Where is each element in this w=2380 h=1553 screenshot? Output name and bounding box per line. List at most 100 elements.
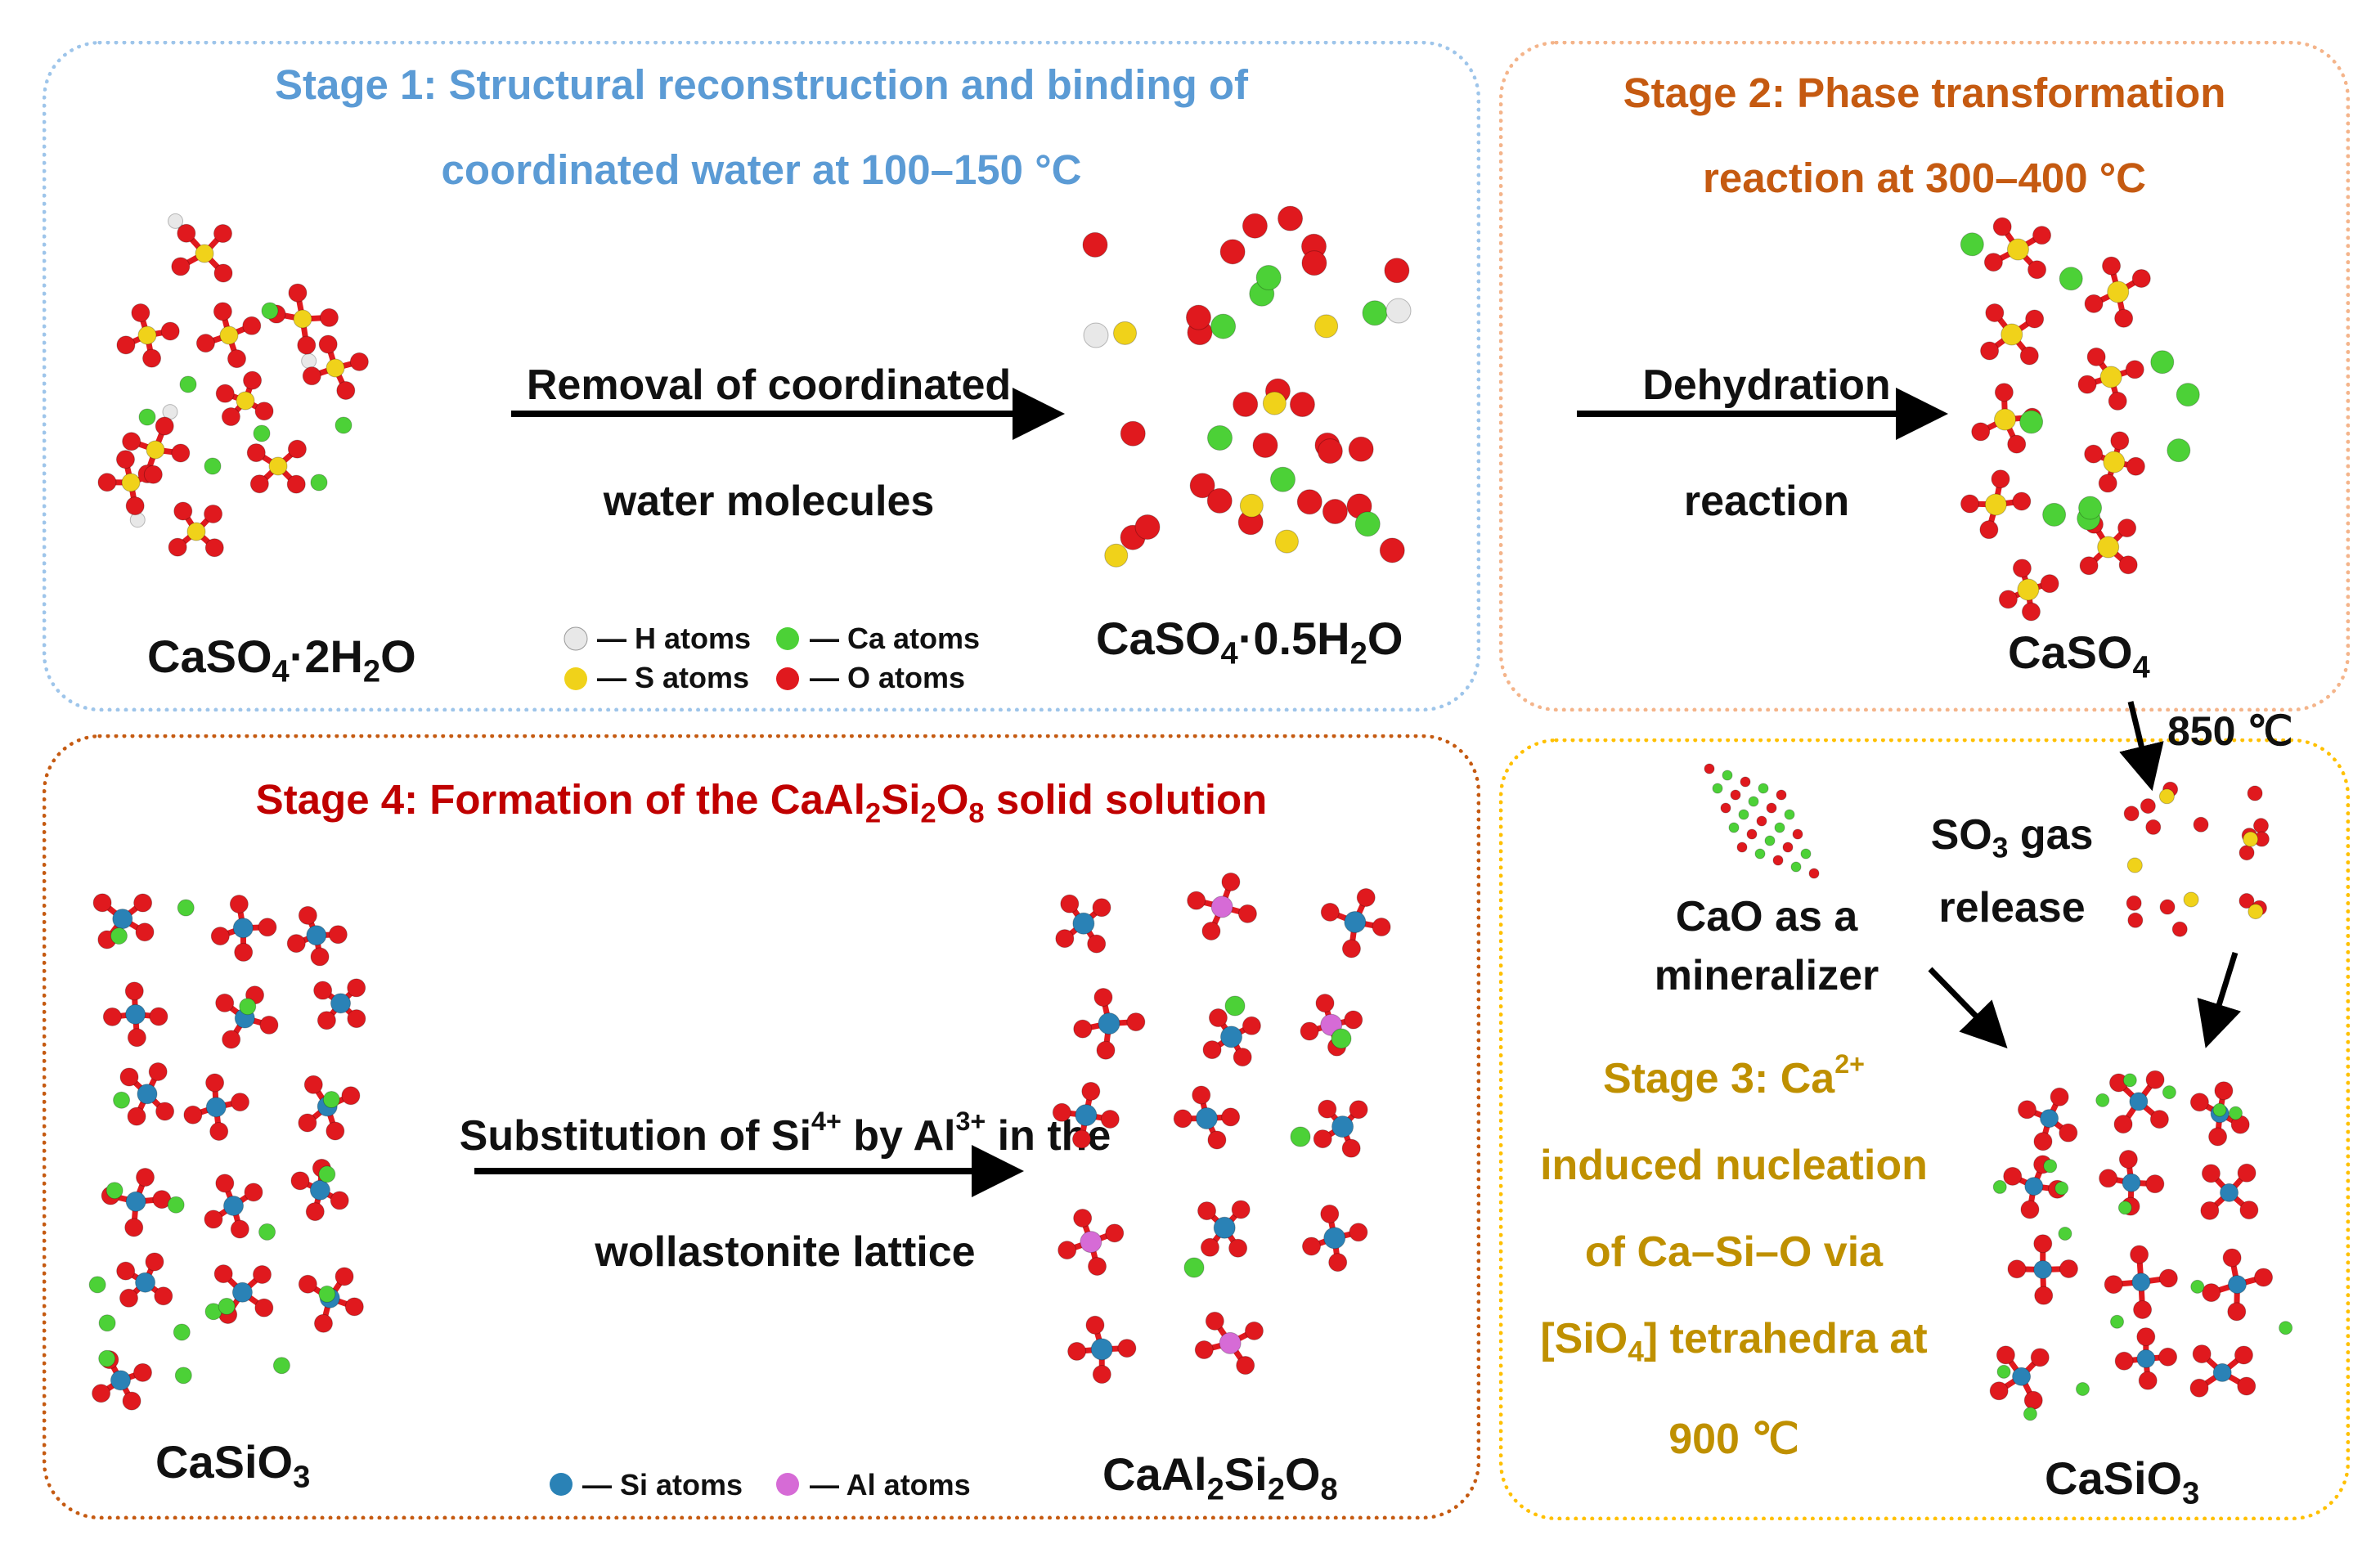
oxygen-atom (213, 302, 232, 321)
center-atom (1323, 1227, 1346, 1250)
oxygen-atom (131, 303, 150, 323)
oxygen-atom (2030, 1348, 2050, 1367)
calcium-atom (261, 302, 279, 320)
stage2-panel (1499, 41, 2350, 711)
center-atom (1984, 493, 2007, 516)
stage4-arrow-sup: 3+ (955, 1106, 986, 1136)
oxygen-atom (1092, 1365, 1111, 1385)
oxygen-atom (1081, 1081, 1101, 1101)
calcium-atom (1764, 835, 1776, 846)
center-atom (2040, 1109, 2059, 1129)
calcium-atom (1784, 809, 1795, 820)
oxygen-atom (2133, 1299, 2153, 1319)
so3-sub: 3 (1992, 832, 2009, 864)
oxygen-atom (222, 1030, 241, 1049)
calcium-atom (1996, 1364, 2011, 1379)
formula-part: CaSiO (155, 1436, 294, 1488)
calcium-atom (2095, 1093, 2110, 1107)
oxygen-atom (1980, 341, 2000, 361)
oxygen-atom (303, 1075, 323, 1094)
oxygen-atom (160, 321, 180, 341)
stage3-title-text: ] tetrahedra at (1643, 1315, 1928, 1363)
oxygen-atom (2007, 1259, 2027, 1279)
oxygen-atom (347, 1009, 366, 1029)
oxygen-atom (1120, 420, 1146, 447)
oxygen-atom (2012, 491, 2032, 511)
oxygen-atom (1756, 815, 1767, 827)
oxygen-atom (313, 981, 333, 1000)
oxygen-atom (97, 473, 117, 492)
oxygen-atom (1776, 789, 1787, 801)
formula-sub: 8 (1320, 1472, 1338, 1507)
legend-o-label: — O atoms (810, 661, 966, 694)
oxygen-atom (1320, 902, 1340, 922)
stage4-arrow-line2: wollastonite lattice (595, 1228, 976, 1277)
calcium-atom (318, 1165, 336, 1183)
so3-text: SO (1930, 811, 1992, 859)
formula-part: CaSO (147, 631, 272, 682)
calcium-atom (2023, 1407, 2037, 1421)
center-atom (2103, 451, 2126, 474)
so3-gas-cluster (2123, 781, 2270, 937)
oxygen-atom (1134, 514, 1161, 540)
center-atom (1220, 1026, 1243, 1048)
hydrogen-atom (301, 352, 317, 369)
oxygen-atom (1205, 1311, 1224, 1331)
oxygen-atom (1317, 438, 1343, 465)
oxygen-atom (1301, 1237, 1321, 1256)
oxygen-atom (313, 1313, 333, 1333)
oxygen-atom (298, 1274, 317, 1294)
stage4-title-sub: 8 (968, 797, 985, 829)
oxygen-atom (1328, 1253, 1348, 1272)
calcium-atom (2058, 1226, 2072, 1241)
calcium-atom (310, 474, 328, 491)
oxygen-atom (2003, 1166, 2023, 1186)
center-atom (306, 925, 327, 946)
formula-part: ·2H (289, 631, 363, 682)
oxygen-atom (2252, 818, 2269, 834)
oxygen-atom (1087, 934, 1107, 954)
calcium-atom (113, 1091, 131, 1109)
oxygen-atom (1296, 489, 1322, 515)
oxygen-atom (1704, 763, 1715, 774)
center-atom (2097, 536, 2120, 559)
center-atom (236, 391, 255, 411)
oxygen-atom (125, 496, 145, 516)
legend-s-label: — S atoms (597, 661, 750, 694)
oxygen-atom (1236, 1356, 1255, 1376)
oxygen-atom (1971, 422, 1991, 442)
calcium-atom (1224, 995, 1246, 1017)
oxygen-atom (298, 905, 317, 925)
formula-part: O (380, 631, 416, 682)
oxygen-atom (336, 380, 356, 400)
oxygen-atom (2017, 1100, 2036, 1120)
oxygen-atom (119, 1288, 138, 1308)
center-atom (2024, 1177, 2044, 1196)
stage4-arrow-text: by Al (841, 1112, 956, 1160)
center-atom (110, 1370, 131, 1391)
calcium-atom (1774, 822, 1785, 833)
calcium-atom (2042, 502, 2067, 527)
oxygen-atom (145, 1252, 164, 1272)
center-atom (2212, 1362, 2232, 1382)
oxygen-atom (2110, 431, 2130, 451)
center-atom (146, 440, 165, 460)
oxygen-atom (1992, 217, 2012, 236)
stage2-title: Stage 2: Phase transformation reaction a… (1499, 51, 2350, 221)
oxygen-atom (318, 334, 338, 354)
oxygen-atom (2239, 1201, 2259, 1220)
oxygen-atom (305, 1202, 325, 1222)
oxygen-atom (2007, 434, 2027, 454)
oxygen-atom (1372, 918, 1391, 937)
oxygen-atom (2019, 346, 2039, 366)
oxygen-atom (204, 1210, 223, 1229)
center-atom (232, 918, 254, 939)
oxygen-atom (155, 1102, 175, 1121)
oxygen-atom (1197, 1201, 1217, 1221)
oxygen-atom (2201, 1164, 2221, 1183)
calcium-atom (98, 1314, 116, 1332)
calcium-atom (1210, 313, 1237, 339)
oxygen-atom (2033, 1132, 2053, 1151)
oxygen-atom (213, 224, 233, 244)
